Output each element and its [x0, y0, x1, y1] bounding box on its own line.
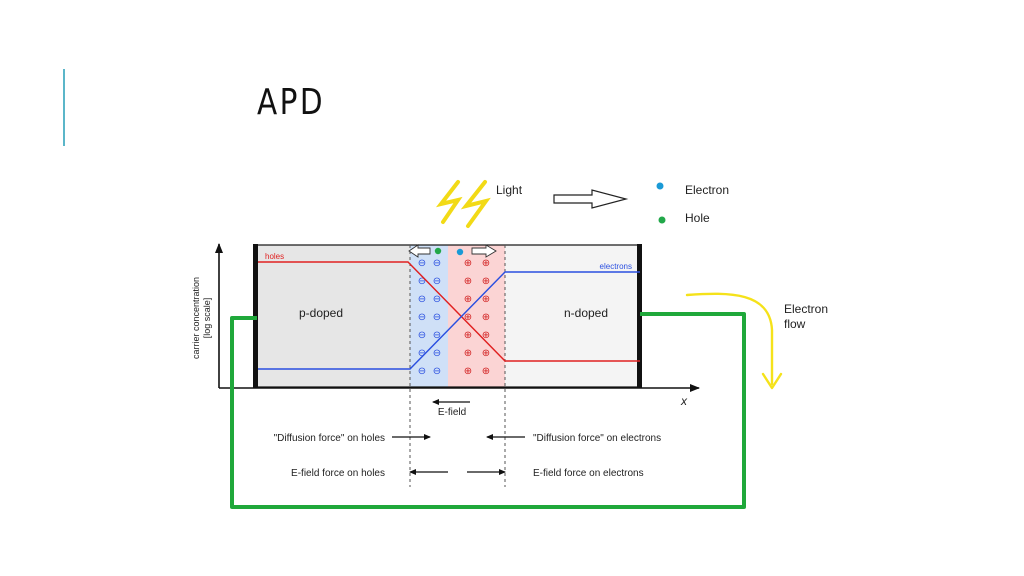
- svg-text:⊖: ⊖: [433, 312, 441, 323]
- electron-legend-label: Electron: [685, 183, 729, 197]
- svg-text:⊖: ⊖: [433, 276, 441, 287]
- efield-label: E-field: [438, 407, 466, 418]
- efield-holes-label: E-field force on holes: [291, 468, 385, 479]
- svg-text:⊖: ⊖: [433, 330, 441, 341]
- svg-text:⊕: ⊕: [482, 276, 490, 287]
- title-accent-bar: [63, 69, 65, 146]
- svg-text:⊖: ⊖: [418, 294, 426, 305]
- p-doped-label: p-doped: [299, 306, 343, 320]
- svg-text:⊕: ⊕: [464, 258, 472, 269]
- svg-text:[log scale]: [log scale]: [202, 298, 212, 339]
- svg-text:⊖: ⊖: [418, 330, 426, 341]
- efield-electrons-label: E-field force on electrons: [533, 468, 644, 479]
- light-direction-arrow: [553, 189, 629, 209]
- electron-legend-dot: [656, 182, 664, 190]
- hole-carrier-dot: [434, 247, 442, 255]
- electron-flow-arrow: [685, 292, 774, 386]
- svg-text:⊖: ⊖: [418, 366, 426, 377]
- electron-flow-label-line1: Electron: [784, 302, 828, 316]
- hole-legend-dot: [658, 216, 666, 224]
- svg-text:⊕: ⊕: [464, 366, 472, 377]
- svg-text:⊕: ⊕: [482, 348, 490, 359]
- svg-text:⊕: ⊕: [464, 330, 472, 341]
- slide-title: APD: [257, 82, 326, 123]
- svg-text:⊕: ⊕: [482, 330, 490, 341]
- y-axis-label: carrier concentration [log scale]: [191, 277, 212, 359]
- svg-text:⊕: ⊕: [482, 366, 490, 377]
- svg-text:carrier concentration: carrier concentration: [191, 277, 201, 359]
- svg-text:⊖: ⊖: [433, 348, 441, 359]
- svg-text:⊖: ⊖: [433, 258, 441, 269]
- svg-text:⊕: ⊕: [482, 258, 490, 269]
- svg-text:⊖: ⊖: [418, 312, 426, 323]
- svg-text:⊖: ⊖: [418, 258, 426, 269]
- svg-text:⊕: ⊕: [464, 348, 472, 359]
- diffusion-electrons-label: "Diffusion force" on electrons: [533, 433, 661, 444]
- svg-text:⊖: ⊖: [418, 276, 426, 287]
- positive-ions: ⊕ ⊕ ⊕ ⊕ ⊕ ⊕ ⊕ ⊕ ⊕ ⊕ ⊕ ⊕ ⊕ ⊕: [464, 258, 490, 377]
- holes-curve-label: holes: [265, 252, 284, 261]
- svg-text:⊖: ⊖: [433, 366, 441, 377]
- light-label: Light: [496, 183, 523, 197]
- negative-ions: ⊖ ⊖ ⊖ ⊖ ⊖ ⊖ ⊖ ⊖ ⊖ ⊖ ⊖ ⊖ ⊖ ⊖: [418, 258, 441, 377]
- svg-text:⊕: ⊕: [464, 276, 472, 287]
- electron-flow-label-line2: flow: [784, 317, 806, 331]
- external-circuit-wire: [230, 312, 746, 509]
- diffusion-holes-label: "Diffusion force" on holes: [274, 433, 385, 444]
- electrons-curve: [258, 271, 640, 370]
- n-doped-label: n-doped: [564, 306, 608, 320]
- hole-drift-arrow: [408, 244, 431, 258]
- svg-text:⊕: ⊕: [464, 312, 472, 323]
- x-axis-label: x: [680, 394, 688, 408]
- svg-text:⊕: ⊕: [482, 312, 490, 323]
- electron-carrier-dot: [456, 248, 464, 256]
- holes-curve: [258, 261, 640, 362]
- svg-text:⊖: ⊖: [418, 348, 426, 359]
- svg-text:⊕: ⊕: [464, 294, 472, 305]
- svg-text:⊕: ⊕: [482, 294, 490, 305]
- junction-box: [253, 244, 642, 388]
- electron-flow-arrowhead: [761, 372, 783, 390]
- electrons-curve-label: electrons: [600, 262, 632, 271]
- electron-drift-arrow: [471, 244, 497, 258]
- svg-text:⊖: ⊖: [433, 294, 441, 305]
- hole-legend-label: Hole: [685, 211, 710, 225]
- light-bolt-icon: [435, 180, 491, 228]
